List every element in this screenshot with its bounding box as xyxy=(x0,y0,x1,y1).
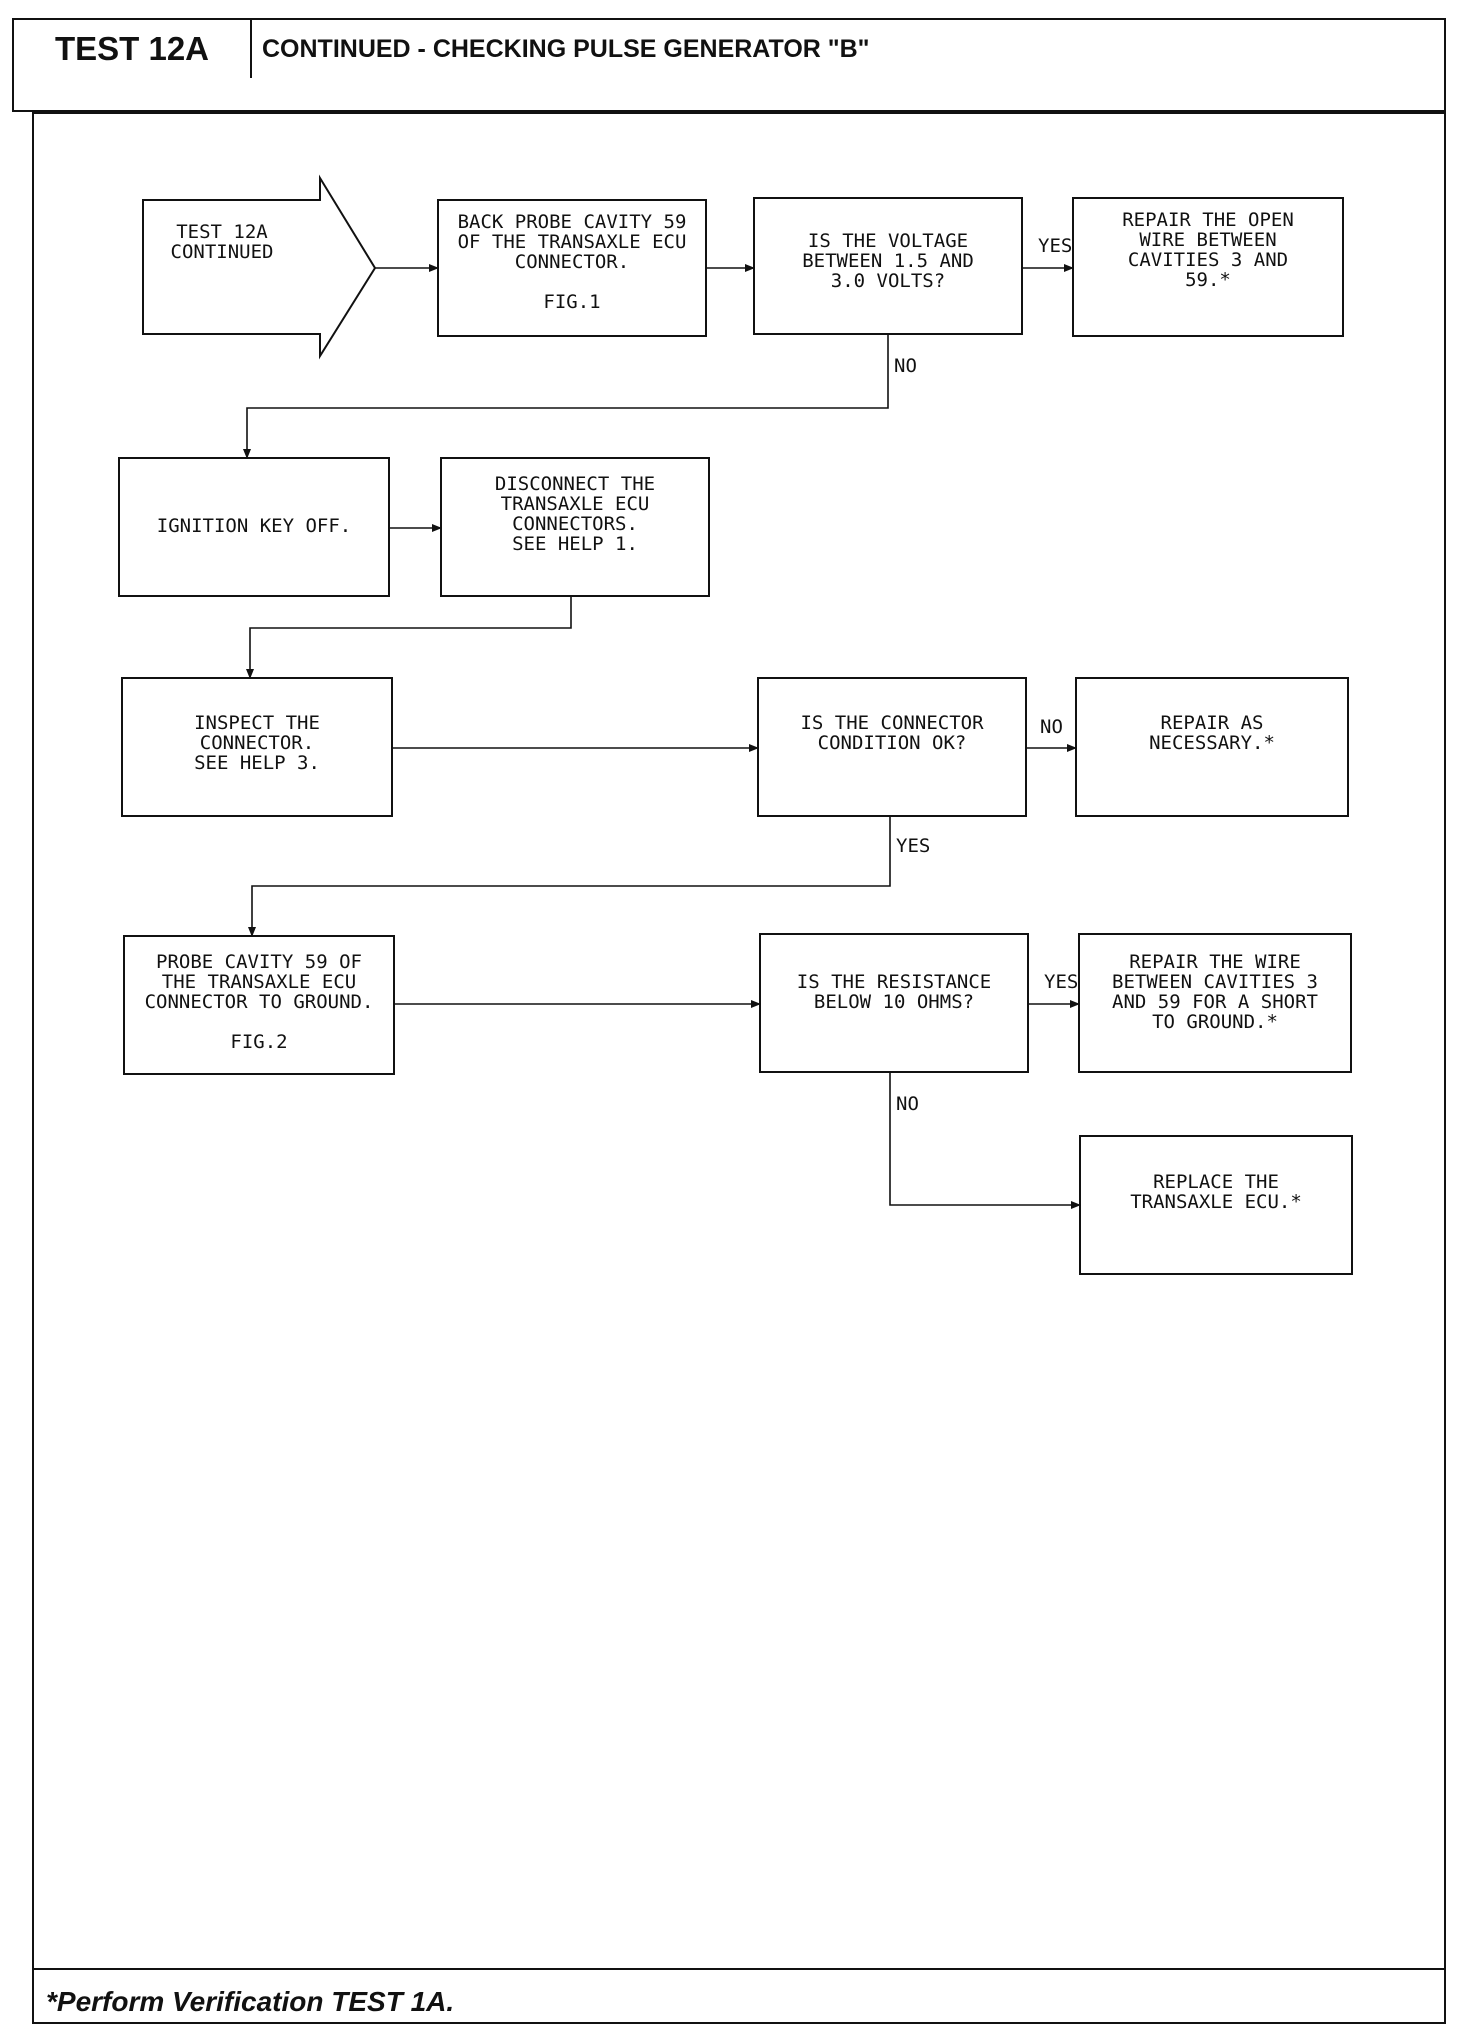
result-repair-short-box xyxy=(1078,933,1352,1073)
node-text-line: TRANSAXLE ECU xyxy=(501,493,650,515)
node-text-line: CONTINUED xyxy=(171,241,274,263)
decision-resistance-box xyxy=(759,933,1029,1073)
step-ignition-off-text: IGNITION KEY OFF. xyxy=(157,515,351,537)
decision-connector-box xyxy=(757,677,1027,817)
node-text-line: PROBE CAVITY 59 OF xyxy=(156,951,362,973)
node-text-line: SEE HELP 3. xyxy=(194,752,320,774)
edge-disconnect-to-inspect xyxy=(246,596,572,679)
node-text-line: CONNECTOR. xyxy=(515,251,629,273)
label-voltage-yes: YES xyxy=(1038,235,1072,257)
result-repair-open-wire-box xyxy=(1072,197,1344,337)
step-ignition-off-box xyxy=(118,457,390,597)
footer-frame xyxy=(32,1968,1446,2024)
node-text-line: SEE HELP 1. xyxy=(512,533,638,555)
node-text-line: AND 59 FOR A SHORT xyxy=(1112,991,1318,1013)
node-text-line: IS THE VOLTAGE xyxy=(808,230,968,252)
node-text-line: TEST 12A xyxy=(176,221,268,243)
label-connector-yes: YES xyxy=(896,835,930,857)
step-back-probe-box xyxy=(437,199,707,337)
node-text-line: CONNECTOR. xyxy=(200,732,314,754)
node-text-line: BETWEEN 1.5 AND xyxy=(802,250,974,272)
label-connector-no: NO xyxy=(1040,716,1063,738)
node-text-line: REPAIR THE OPEN xyxy=(1122,209,1294,231)
node-text-line: OF THE TRANSAXLE ECU xyxy=(458,231,687,253)
node-text-line: IGNITION KEY OFF. xyxy=(157,515,351,537)
node-text-line: INSPECT THE xyxy=(194,712,320,734)
node-text-line: BELOW 10 OHMS? xyxy=(814,991,974,1013)
node-text-line: REPAIR AS xyxy=(1161,712,1264,734)
node-text-line: CONNECTOR TO GROUND. xyxy=(145,991,374,1013)
step-probe-ground-box xyxy=(123,935,395,1075)
node-text-line: CONNECTORS. xyxy=(512,513,638,535)
label-resistance-yes: YES xyxy=(1044,971,1078,993)
node-text-line: CONDITION OK? xyxy=(818,732,967,754)
node-text-line: IS THE CONNECTOR xyxy=(800,712,984,734)
node-text-line: THE TRANSAXLE ECU xyxy=(162,971,356,993)
node-text-line: 59.* xyxy=(1185,269,1231,291)
node-text-line: FIG.1 xyxy=(543,291,600,313)
test-label: TEST 12A xyxy=(14,20,252,78)
footer-note: *Perform Verification TEST 1A. xyxy=(46,1986,455,2017)
node-text-line: CAVITIES 3 AND xyxy=(1128,249,1288,271)
step-disconnect-box xyxy=(440,457,710,597)
node-text-line: FIG.2 xyxy=(230,1031,287,1053)
result-replace-ecu-box xyxy=(1079,1135,1353,1275)
node-text-line: BACK PROBE CAVITY 59 xyxy=(458,211,687,233)
node-text-line: NECESSARY.* xyxy=(1149,732,1275,754)
node-text-line: TO GROUND.* xyxy=(1152,1011,1278,1033)
node-text-line: BETWEEN CAVITIES 3 xyxy=(1112,971,1318,993)
header-frame xyxy=(12,18,1446,112)
page-title: CONTINUED - CHECKING PULSE GENERATOR "B" xyxy=(262,34,870,63)
node-text-line: DISCONNECT THE xyxy=(495,473,655,495)
edge-voltage-no xyxy=(243,334,889,459)
label-voltage-no: NO xyxy=(894,355,917,377)
node-text-line: 3.0 VOLTS? xyxy=(831,270,945,292)
step-inspect-box xyxy=(121,677,393,817)
edge-connector-yes xyxy=(248,816,891,937)
start-arrow-shape xyxy=(142,174,377,360)
node-text-line: IS THE RESISTANCE xyxy=(797,971,991,993)
decision-voltage-box xyxy=(753,197,1023,335)
node-text-line: TRANSAXLE ECU.* xyxy=(1130,1191,1302,1213)
result-repair-necessary-box xyxy=(1075,677,1349,817)
node-text-line: WIRE BETWEEN xyxy=(1139,229,1276,251)
label-resistance-no: NO xyxy=(896,1093,919,1115)
node-text-line: REPAIR THE WIRE xyxy=(1129,951,1301,973)
node-text-line: REPLACE THE xyxy=(1153,1171,1279,1193)
edge-resistance-no xyxy=(889,1072,1081,1209)
